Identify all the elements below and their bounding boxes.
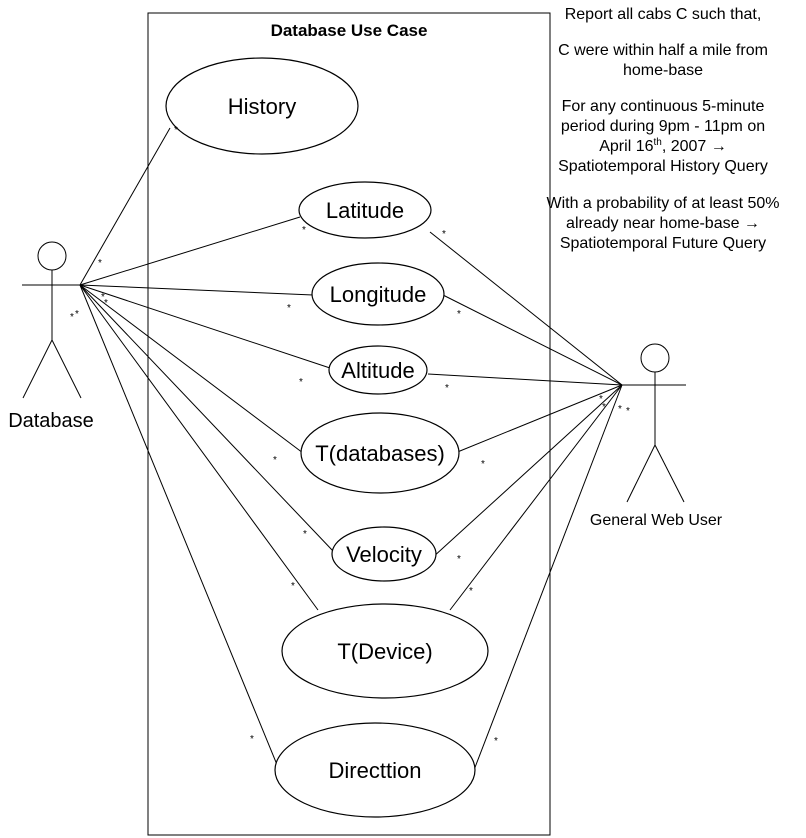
actor-database-head <box>37 241 67 271</box>
multiplicity-star: * <box>302 225 306 236</box>
use-case-direction: Directtion <box>274 722 476 818</box>
assoc-database-history <box>79 127 171 286</box>
multiplicity-star: * <box>104 298 108 309</box>
assoc-user-latitude <box>429 231 623 386</box>
use-case-velocity-label: Velocity <box>346 542 422 567</box>
use-case-latitude-shape <box>298 181 432 239</box>
use-case-longitude-label: Longitude <box>330 282 427 307</box>
note-line: For any continuous 5-minute <box>562 98 765 115</box>
web-user-associations <box>427 231 623 771</box>
actor-database: Database <box>8 241 94 432</box>
assoc-database-direction <box>79 284 281 773</box>
multiplicity-star: * <box>250 734 254 745</box>
assoc-user-altitude <box>427 373 623 386</box>
system-title: Database Use Case <box>271 21 428 40</box>
multiplicity-star: * <box>70 312 74 323</box>
use-case-altitude: Altitude <box>328 345 428 395</box>
use-case-longitude: Longitude <box>311 262 445 326</box>
multiplicity-star: * <box>457 554 461 565</box>
use-case-history-shape <box>165 57 359 155</box>
note-line: already near home-base → <box>566 215 760 232</box>
assoc-database-velocity <box>79 284 334 552</box>
use-case-latitude-label: Latitude <box>326 198 404 223</box>
multiplicity-star: * <box>75 309 79 320</box>
use-case-latitude: Latitude <box>298 181 432 239</box>
assoc-database-latitude <box>79 216 301 286</box>
assoc-user-direction <box>473 384 623 771</box>
multiplicity-star: * <box>626 406 630 417</box>
assoc-database-tdevice <box>79 284 319 611</box>
multiplicity-star: * <box>457 309 461 320</box>
use-case-direction-label: Directtion <box>329 758 422 783</box>
multiplicity-star: * <box>174 125 178 136</box>
use-case-altitude-label: Altitude <box>341 358 414 383</box>
use-case-tdatabases-shape <box>300 412 460 494</box>
note-date-rest: , 2007 → <box>662 138 727 155</box>
multiplicity-star: * <box>469 586 473 597</box>
use-case-history-label: History <box>228 94 296 119</box>
use-case-longitude-shape <box>311 262 445 326</box>
use-case-history: History <box>165 57 359 155</box>
query-notes: Report all cabs C such that, C were with… <box>546 6 779 252</box>
use-case-tdevice-shape <box>281 603 489 699</box>
use-case-tdatabases: T(databases) <box>300 412 460 494</box>
note-line: period during 9pm - 11pm on <box>561 118 765 135</box>
note-line: Spatiotemporal History Query <box>558 158 768 175</box>
note-date-superscript: th <box>653 137 661 148</box>
assoc-user-velocity <box>431 384 623 559</box>
note-line-date: April 16th, 2007 → <box>599 137 727 155</box>
note-line: home-base <box>623 62 703 79</box>
actor-database-label: Database <box>8 410 94 432</box>
actor-web-user-label: General Web User <box>590 512 723 529</box>
assoc-user-longitude <box>442 294 623 386</box>
multiplicity-star: * <box>599 394 603 405</box>
assoc-database-longitude <box>79 284 314 296</box>
use-case-altitude-shape <box>328 345 428 395</box>
actor-web-user-right-leg <box>654 444 685 503</box>
multiplicity-star: * <box>618 404 622 415</box>
use-case-tdatabases-label: T(databases) <box>315 441 445 466</box>
multiplicity-star: * <box>287 303 291 314</box>
assoc-user-tdevice <box>449 384 623 611</box>
database-associations <box>79 127 334 773</box>
multiplicity-star: * <box>494 736 498 747</box>
actor-database-right-leg <box>51 339 82 399</box>
assoc-user-tdatabases <box>454 384 623 454</box>
multiplicity-star: * <box>299 377 303 388</box>
multiplicity-star: * <box>442 229 446 240</box>
multiplicity-star: * <box>602 402 606 413</box>
system-boundary <box>147 12 551 836</box>
actor-web-user-head <box>640 343 670 373</box>
use-case-velocity: Velocity <box>331 526 437 582</box>
note-line: Spatiotemporal Future Query <box>560 235 766 252</box>
use-case-tdevice-label: T(Device) <box>337 639 432 664</box>
multiplicity-star: * <box>101 292 105 303</box>
use-case-tdevice: T(Device) <box>281 603 489 699</box>
multiplicity-star: * <box>481 459 485 470</box>
multiplicity-star: * <box>303 529 307 540</box>
note-line: Report all cabs C such that, <box>565 6 762 23</box>
actor-web-user: General Web User <box>590 343 723 529</box>
multiplicity-star: * <box>273 455 277 466</box>
note-line: C were within half a mile from <box>558 42 768 59</box>
assoc-database-altitude <box>79 284 331 369</box>
actor-web-user-left-leg <box>626 444 656 503</box>
multiplicity-markers: * * * * * * * * * * * * * * * * * * * * … <box>70 125 630 747</box>
multiplicity-star: * <box>445 383 449 394</box>
multiplicity-star: * <box>291 581 295 592</box>
note-line: With a probability of at least 50% <box>546 195 779 212</box>
use-case-direction-shape <box>274 722 476 818</box>
assoc-database-tdatabases <box>79 284 304 454</box>
use-case-velocity-shape <box>331 526 437 582</box>
note-date-part: April 16 <box>599 138 653 155</box>
actor-database-left-leg <box>22 339 53 399</box>
multiplicity-star: * <box>98 258 102 269</box>
